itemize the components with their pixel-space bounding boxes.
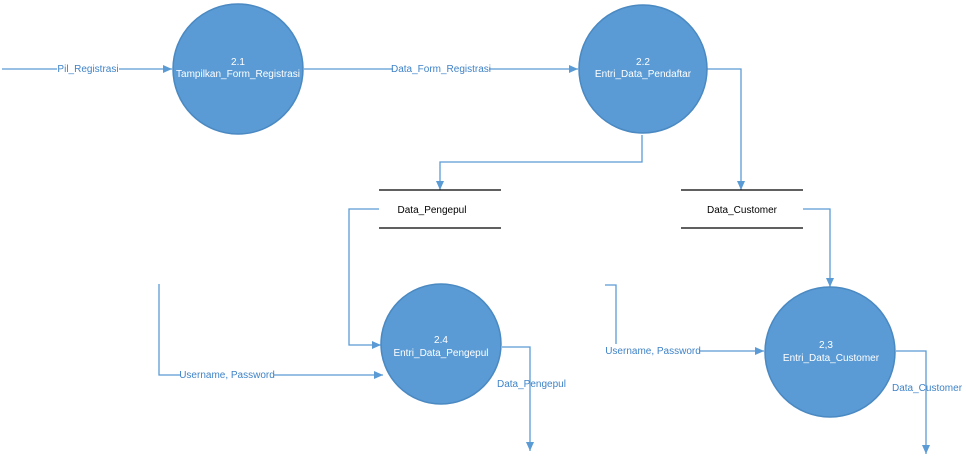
- process-2-3: 2,3 Entri_Data_Customer: [764, 286, 896, 418]
- flow-label-out-customer: Data_Customer: [892, 383, 963, 394]
- process-2-4: 2.4 Entri_Data_Pengepul: [380, 283, 502, 405]
- flow-login-pengepul-arrow: [158, 284, 383, 379]
- process-2-1: 2.1 Tampilkan_Form_Registrasi: [172, 3, 304, 135]
- process-number: 2.1: [231, 57, 245, 68]
- flow-to-store-customer-arrow: [706, 68, 745, 190]
- flow-out-customer-arrow: [896, 350, 930, 454]
- process-name: Entri_Data_Customer: [783, 353, 880, 364]
- process-name: Entri_Data_Pendaftar: [595, 69, 692, 80]
- flow-out-pengepul-arrow: [502, 346, 534, 451]
- data-store-customer: Data_Customer: [681, 189, 803, 229]
- flow-login-customer-arrow: [605, 284, 764, 355]
- flow-store-pengepul-to-2-4-arrow: [348, 208, 381, 349]
- flow-store-customer-to-2-3-arrow: [803, 208, 834, 287]
- flow-label-out-pengepul: Data_Pengepul: [497, 379, 566, 390]
- flow-to-store-pengepul-arrow: [436, 135, 643, 190]
- flow-label-login-pengepul: Username, Password: [179, 370, 275, 381]
- flow-label-background: [181, 368, 274, 381]
- process-name: Entri_Data_Pengepul: [393, 348, 488, 359]
- process-name: Tampilkan_Form_Registrasi: [176, 69, 300, 80]
- process-circle: [764, 286, 896, 418]
- data-store-pengepul: Data_Pengepul: [379, 189, 501, 229]
- process-circle: [172, 3, 304, 135]
- flow-label-login-customer: Username, Password: [605, 346, 701, 357]
- flow-label-background: [57, 62, 119, 75]
- flow-label-data-form-registrasi: Data_Form_Registrasi: [391, 64, 491, 75]
- process-circle: [380, 283, 502, 405]
- process-2-2: 2.2 Entri_Data_Pendaftar: [578, 4, 708, 134]
- flow-label-pil-registrasi: Pil_Registrasi: [57, 64, 118, 75]
- flow-label-background: [607, 344, 699, 357]
- store-label: Data_Pengepul: [398, 205, 467, 216]
- process-number: 2,3: [819, 340, 833, 351]
- process-number: 2.4: [434, 335, 448, 346]
- store-label: Data_Customer: [707, 205, 778, 216]
- flow-label-background: [393, 62, 489, 75]
- process-number: 2.2: [636, 57, 650, 68]
- process-circle: [578, 4, 708, 134]
